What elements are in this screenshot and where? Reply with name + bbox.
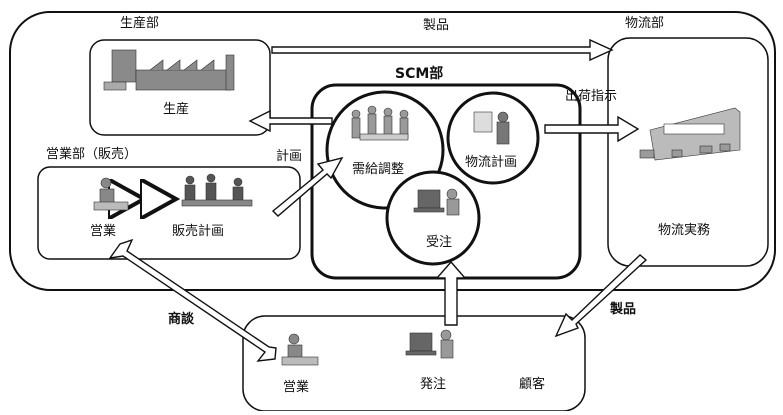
production-label: 生産 [163,103,189,116]
production-dept-label: 生産部 [120,17,159,30]
sales-label: 営業 [90,225,116,238]
ordering-label: 発注 [420,378,446,391]
business-negotiation-label: 商談 [168,313,194,326]
sales-planning-label: 販売計画 [172,225,224,238]
computer-operator-icon [414,189,459,215]
order-receiving-label: 受注 [426,236,452,249]
customer-sales-label: 営業 [283,381,309,394]
order-receiving-circle [387,172,479,264]
product-top-label: 製品 [423,19,449,32]
customer-label: 顧客 [519,378,545,391]
logistics-operations-label: 物流実務 [658,224,710,237]
scm-dept-label: SCM部 [395,67,443,81]
product-bottom-label: 製品 [610,303,636,316]
demand-supply-label: 需給調整 [352,163,404,176]
logistics-planning-label: 物流計画 [465,156,517,169]
logistics-dept-label: 物流部 [625,17,664,30]
sales-box [38,167,300,259]
customer-computer-operator-icon [406,330,453,358]
shipping-instruction-label: 出荷指示 [565,90,617,103]
plan-label: 計画 [276,150,302,163]
sales-dept-label: 営業部（販売） [46,148,137,161]
